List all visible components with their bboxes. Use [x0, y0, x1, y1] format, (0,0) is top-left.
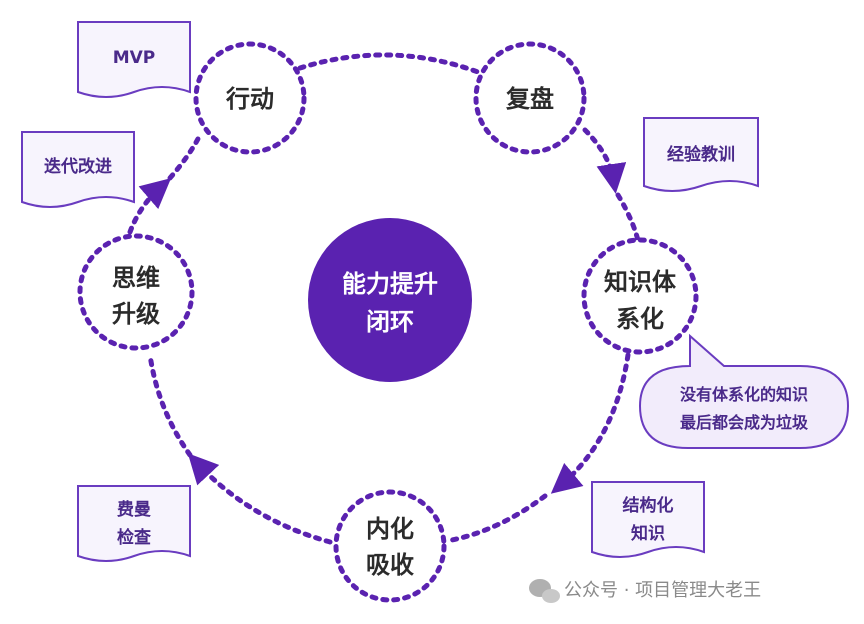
note-structured-knowledge: 结构化 知识 [591, 481, 705, 558]
connector-knowledge-to-internalize [550, 352, 631, 494]
node-action-circle [193, 41, 307, 155]
speech-bubble-line-1: 没有体系化的知识 [680, 385, 808, 404]
node-review-label: 复盘 [505, 85, 554, 113]
note-lessons-label: 经验教训 [667, 144, 735, 165]
center-hub: 能力提升 闭环 [308, 218, 472, 382]
connector-thinking-to-action [127, 178, 172, 235]
connector-thinking-lower [147, 352, 193, 458]
footer-watermark-text: 公众号 · 项目管理大老王 [564, 580, 761, 601]
connector-internalize-to-thinking [187, 453, 333, 545]
node-action-label: 行动 [225, 85, 274, 113]
center-hub-circle [308, 218, 472, 382]
note-feynman-check: 费曼 检查 [77, 485, 191, 562]
connector-action-to-review [297, 52, 481, 75]
speech-bubble-line-2: 最后都会成为垃圾 [680, 413, 809, 432]
note-feynman-check-shape [77, 485, 191, 562]
note-mvp-shape [77, 21, 191, 98]
node-internalize-label-1: 内化 [366, 515, 414, 543]
connector-action-lower [167, 132, 203, 181]
note-structured-knowledge-label-2: 知识 [630, 523, 665, 544]
note-iterate-shape [21, 131, 135, 208]
node-internalize-circle [333, 489, 447, 603]
speech-bubble-shape [638, 333, 850, 449]
footer-watermark: 公众号 · 项目管理大老王 [529, 579, 761, 603]
node-knowledge-system-label-2: 系化 [616, 305, 664, 333]
node-review-circle [473, 41, 587, 155]
note-lessons-shape [643, 117, 759, 192]
note-iterate: 迭代改进 [21, 131, 135, 208]
node-thinking-upgrade: 思维 升级 [77, 233, 195, 351]
center-hub-label-1: 能力提升 [342, 270, 438, 298]
wechat-icon [529, 579, 560, 603]
node-internalize-label-2: 吸收 [366, 551, 414, 579]
note-lessons: 经验教训 [643, 117, 759, 192]
node-knowledge-system: 知识体 系化 [581, 237, 699, 355]
note-feynman-check-label-1: 费曼 [117, 499, 151, 520]
note-structured-knowledge-label-1: 结构化 [623, 495, 674, 516]
note-mvp: MVP [77, 21, 191, 98]
node-review: 复盘 [473, 41, 587, 155]
node-knowledge-system-circle [581, 237, 699, 355]
note-structured-knowledge-shape [591, 481, 705, 558]
loop-connectors [127, 52, 643, 545]
note-iterate-label: 迭代改进 [44, 156, 112, 177]
node-internalize: 内化 吸收 [333, 489, 447, 603]
node-knowledge-system-label-1: 知识体 [604, 268, 677, 296]
speech-bubble: 没有体系化的知识 最后都会成为垃圾 [638, 333, 850, 449]
node-thinking-upgrade-circle [77, 233, 195, 351]
node-thinking-upgrade-label-1: 思维 [112, 264, 160, 292]
note-feynman-check-label-2: 检查 [117, 527, 152, 548]
center-hub-label-2: 闭环 [366, 308, 414, 336]
note-mvp-label: MVP [113, 48, 156, 68]
connector-review-to-knowledge [582, 127, 627, 194]
node-action: 行动 [193, 41, 307, 155]
node-thinking-upgrade-label-2: 升级 [112, 300, 160, 328]
connector-internalize-in [449, 493, 548, 543]
